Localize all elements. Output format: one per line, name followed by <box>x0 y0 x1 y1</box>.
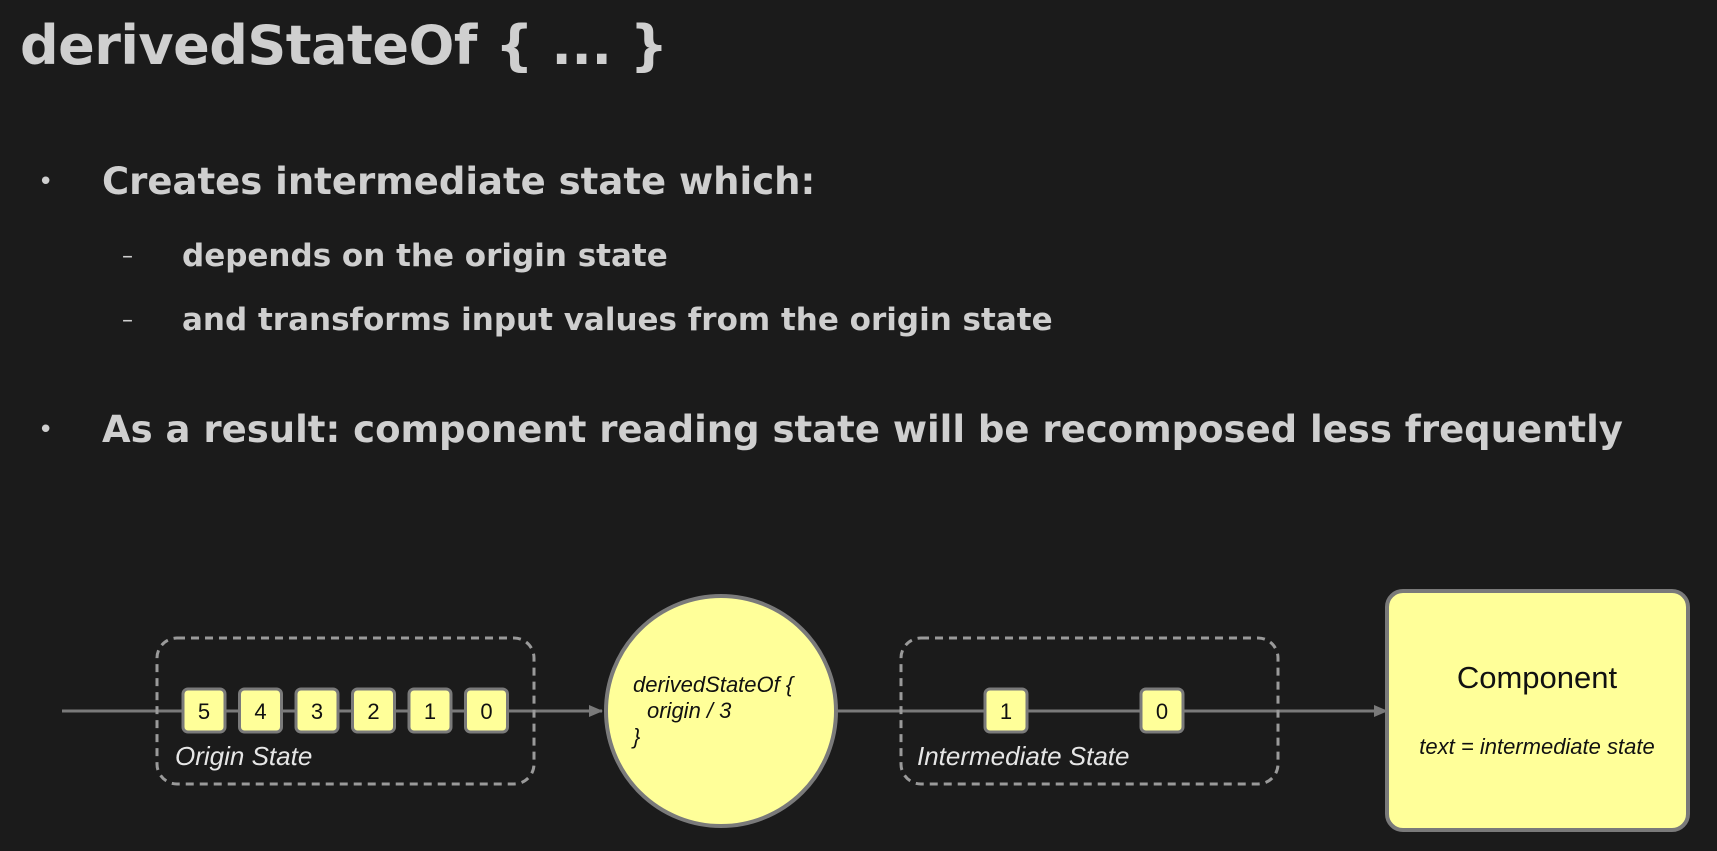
origin-value-label: 4 <box>254 699 266 724</box>
bullet-icon: • <box>38 166 54 197</box>
component-title: Component <box>1457 660 1618 695</box>
origin-value-label: 3 <box>311 699 323 724</box>
origin-value-label: 2 <box>367 699 379 724</box>
derived-line-1: derivedStateOf { <box>633 672 795 697</box>
sub-bullet-text: depends on the origin state <box>182 238 668 274</box>
bullet-text: As a result: component reading state wil… <box>102 408 1623 451</box>
intermediate-state-group <box>899 636 1280 786</box>
derived-state-node <box>604 594 838 828</box>
bullet-item: • Creates intermediate state which: <box>38 160 815 203</box>
intermediate-value-box <box>983 687 1029 734</box>
component-text: text = intermediate state <box>1419 734 1654 759</box>
bullet-item: • As a result: component reading state w… <box>38 408 1623 451</box>
sub-bullet-item: – and transforms input values from the o… <box>122 302 1053 338</box>
derived-line-2: origin / 3 <box>647 698 732 723</box>
origin-value-box <box>294 687 340 734</box>
origin-value-label: 0 <box>480 699 492 724</box>
sub-bullet-text: and transforms input values from the ori… <box>182 302 1053 338</box>
origin-state-group <box>155 636 536 786</box>
bullet-text: Creates intermediate state which: <box>102 160 816 203</box>
slide-title: derivedStateOf { ... } <box>20 14 668 77</box>
dash-icon: – <box>122 307 133 333</box>
intermediate-state-label: Intermediate State <box>917 741 1129 771</box>
origin-value-box <box>238 687 283 734</box>
origin-value-label: 1 <box>424 699 436 724</box>
origin-value-box <box>181 687 227 734</box>
origin-value-box <box>351 687 396 734</box>
origin-values: 5 4 3 2 1 0 <box>181 687 509 734</box>
dash-icon: – <box>122 243 133 269</box>
component-node <box>1385 589 1690 832</box>
derived-line-3: } <box>631 724 641 749</box>
intermediate-value-box <box>1139 687 1185 734</box>
origin-value-label: 5 <box>198 699 210 724</box>
bullet-icon: • <box>38 414 54 445</box>
intermediate-value-label: 1 <box>1000 699 1012 724</box>
origin-value-box <box>407 687 453 734</box>
origin-value-box <box>464 687 509 734</box>
intermediate-value-label: 0 <box>1156 699 1168 724</box>
origin-state-label: Origin State <box>175 741 312 771</box>
sub-bullet-item: – depends on the origin state <box>122 238 668 274</box>
